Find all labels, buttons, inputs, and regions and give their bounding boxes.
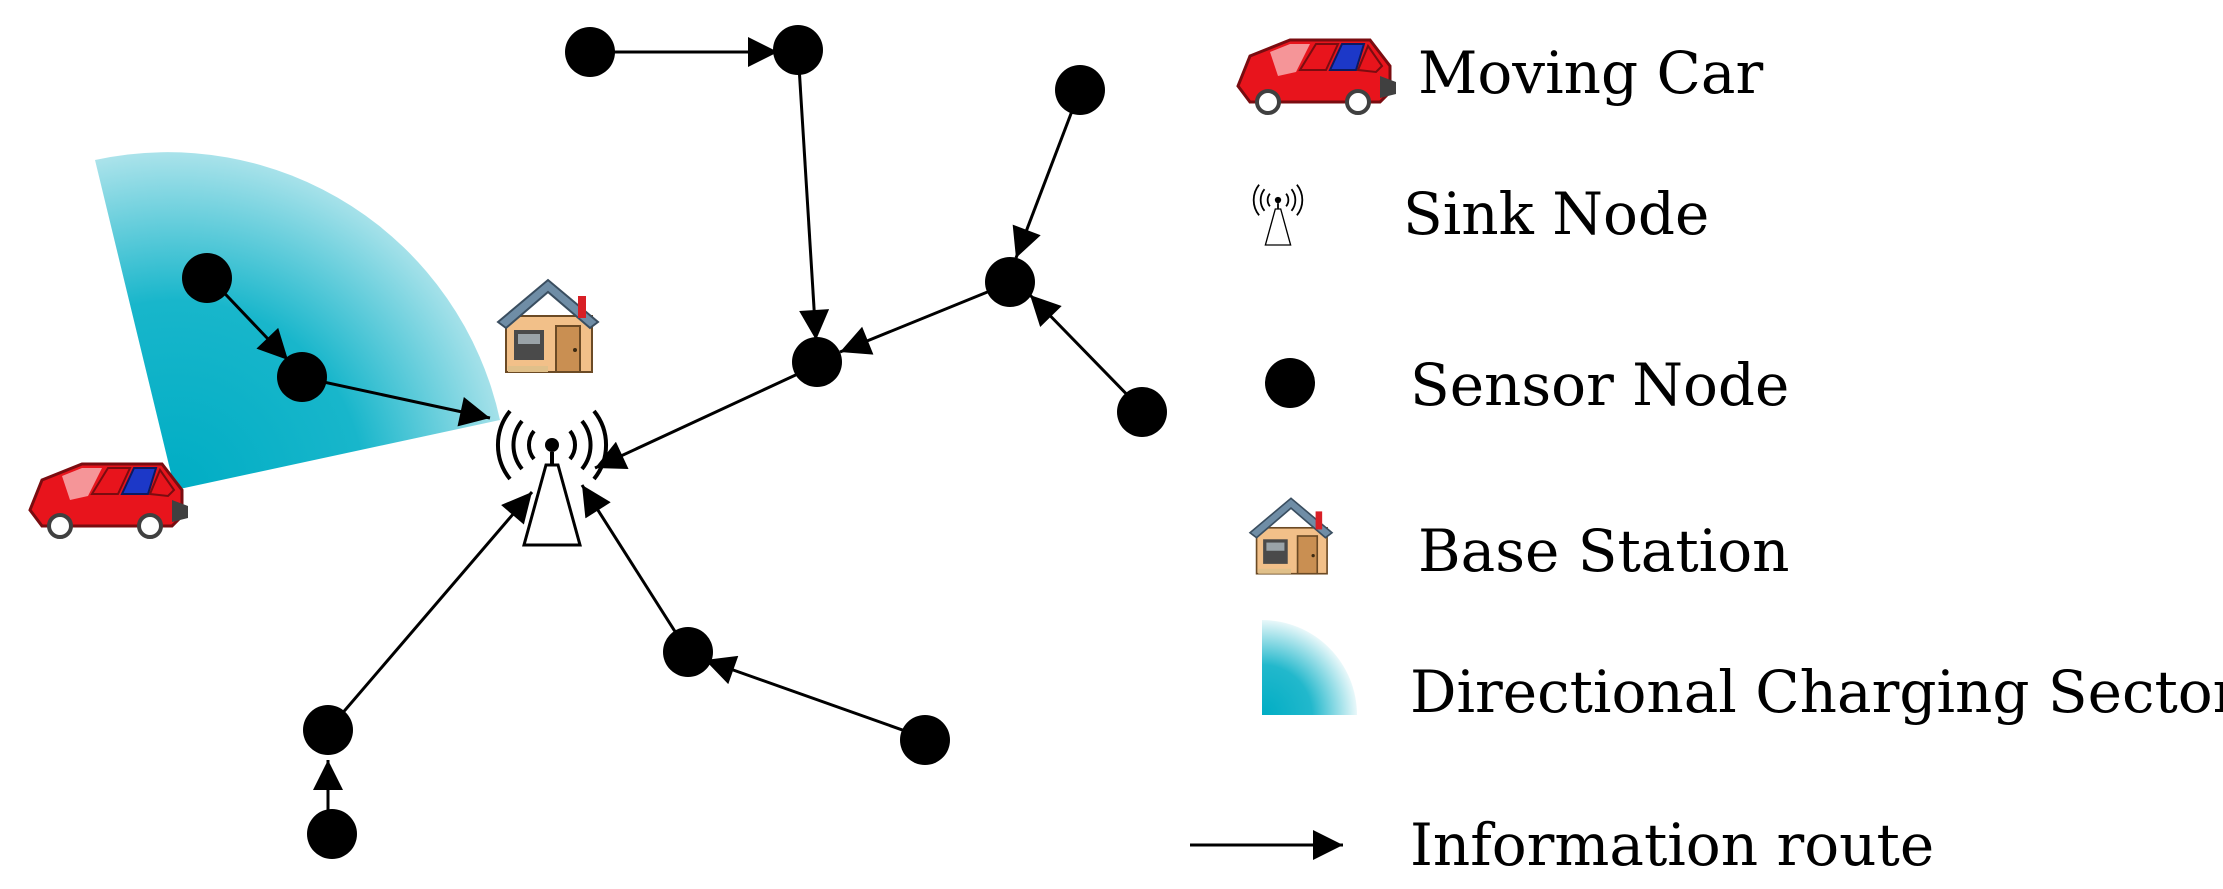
route-link [1028,293,1144,412]
legend-label-moving-car: Moving Car [1418,39,1764,107]
sensor-node [900,715,950,765]
route-link [326,491,534,731]
route-link [580,484,690,653]
legend-label-base-station: Base Station [1418,517,1790,585]
sensor-node [277,352,327,402]
route-link [1012,89,1082,259]
sensor-node [303,705,353,755]
base-station [497,279,599,373]
sensor-node [1117,387,1167,437]
antenna-tower-icon [1252,183,1304,246]
sensor-node [565,27,615,77]
route-link [304,376,491,427]
legend-label-sensor-node: Sensor Node [1410,351,1790,419]
route-link [796,49,830,341]
charging-sector [95,152,500,490]
car-icon [1236,38,1398,115]
sensor-node [985,257,1035,307]
sensor-node [663,627,713,677]
legend-icons [1190,38,1398,860]
sensor-node [182,253,232,303]
sensor-node [307,809,357,859]
sensor-node [792,337,842,387]
house-icon [1249,497,1333,575]
sensor-node [1055,65,1105,115]
legend-label-sink-node: Sink Node [1403,180,1710,248]
sink-node [495,409,609,547]
legend-label-info-route: Information route [1410,811,1935,879]
route-link [839,280,1013,355]
route-link [594,364,816,470]
route-link [704,655,926,740]
sensor-node [773,25,823,75]
moving-car [28,462,190,539]
legend-label-charging-sector: Directional Charging Sector [1410,658,2223,726]
sensor-nodes [182,25,1167,859]
sector-icon [1262,620,1357,715]
sensor-node-dot-icon [1265,358,1315,408]
